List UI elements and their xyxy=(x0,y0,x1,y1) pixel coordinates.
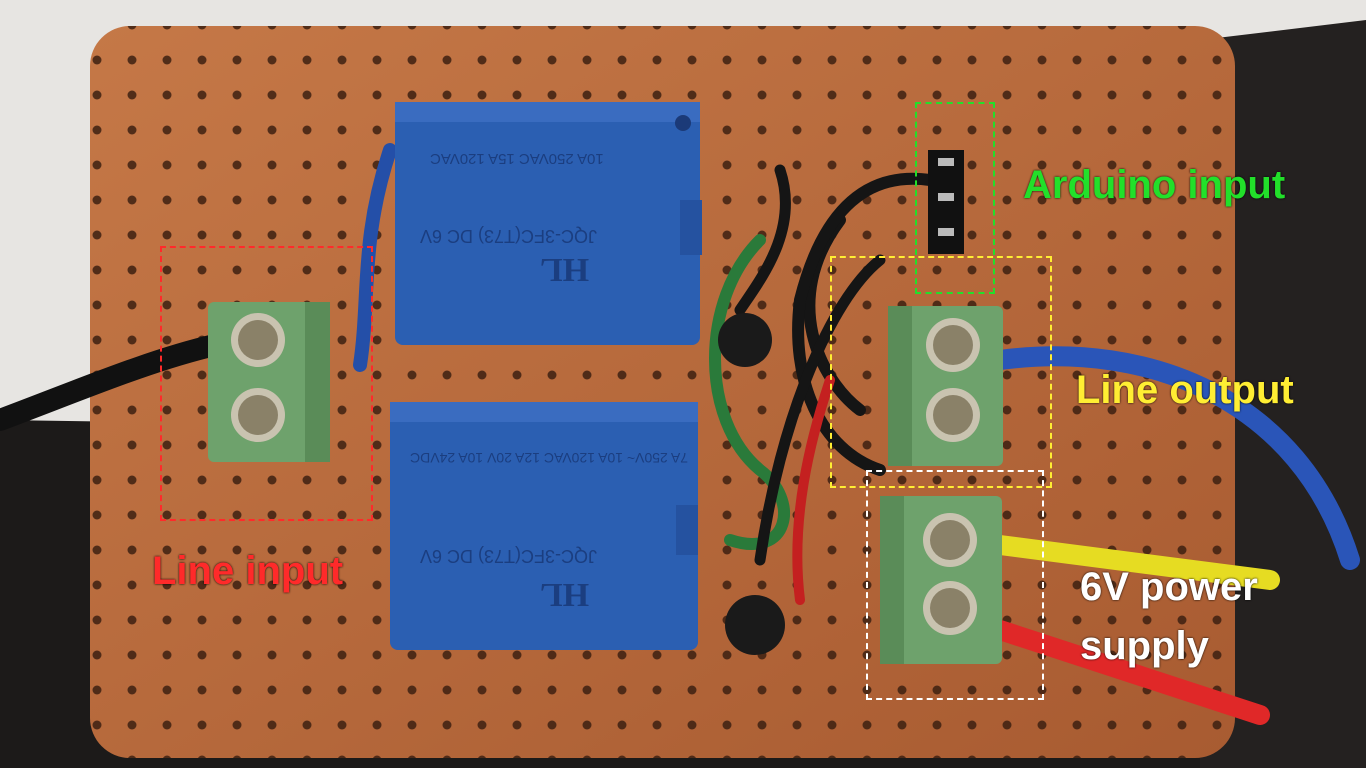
terminal-line-input xyxy=(208,302,330,462)
power-supply-label-line2: supply xyxy=(1080,624,1209,668)
black-wire-d xyxy=(734,164,791,316)
relay-bottom xyxy=(390,402,698,650)
terminal-power xyxy=(880,496,1002,664)
line-output-callout xyxy=(830,256,1052,488)
yellow-wire xyxy=(990,535,1280,590)
power-supply-label-line1: 6V power xyxy=(1080,565,1258,609)
black-wire-c xyxy=(754,254,886,566)
line-input-callout xyxy=(160,246,373,521)
transistor-bottom xyxy=(725,595,785,655)
header-pins xyxy=(928,150,964,254)
relay-top xyxy=(395,102,702,345)
relay-top-rating: 10A 250VAC 15A 120VAC xyxy=(430,150,604,167)
line-output-label: Line output xyxy=(1076,368,1294,412)
blue-output-wire xyxy=(990,346,1360,570)
relay-bottom-rating: 7A 250V~ 10A 120VAC 12A 20V 10A 24VDC xyxy=(410,450,689,466)
terminal-line-output xyxy=(888,306,1003,466)
transistors xyxy=(718,313,785,655)
power-supply-callout xyxy=(866,470,1044,700)
black-input-wire xyxy=(0,334,226,431)
green-wire xyxy=(709,234,790,550)
relay-top-model: JQC-3FC(T73) DC 6V xyxy=(420,226,598,246)
black-wire-b xyxy=(792,172,936,476)
blue-jumper-wire xyxy=(353,143,397,372)
relay-bottom-brand: HL xyxy=(540,576,590,613)
relay-top-brand: HL xyxy=(540,251,590,288)
relay-bottom-model: JQC-3FC(T73) DC 6V xyxy=(420,546,598,566)
arduino-input-callout xyxy=(915,102,995,294)
line-input-label: Line input xyxy=(152,549,344,593)
red-inner-wire xyxy=(792,375,835,605)
arduino-input-label: Arduino input xyxy=(1023,163,1286,207)
transistor-top xyxy=(718,313,772,367)
